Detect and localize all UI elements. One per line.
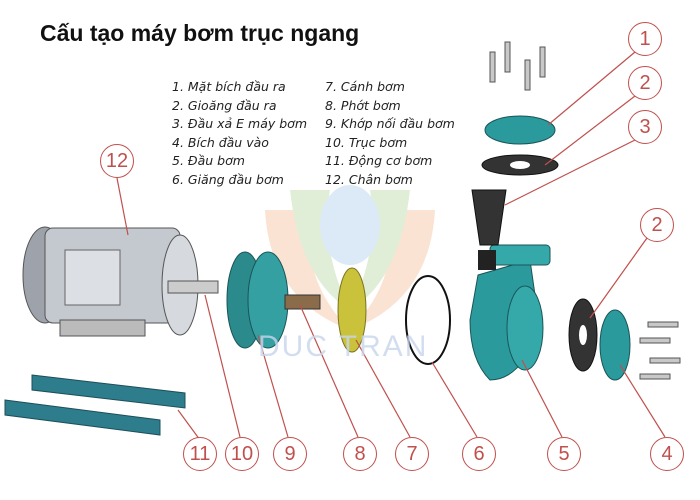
legend-item: 9. Khớp nối đầu bơm — [325, 116, 455, 131]
logo-watermark-icon — [265, 185, 435, 330]
legend-right: 7. Cánh bơm 8. Phớt bơm 9. Khớp nối đầu … — [325, 78, 455, 189]
cone-icon — [471, 189, 507, 246]
legend-item: 6. Giăng đầu bơm — [172, 171, 284, 187]
legend-item: 5. Đầu bơm — [172, 153, 245, 168]
motor-icon — [22, 226, 219, 337]
legend-item: 7. Cánh bơm — [325, 79, 405, 94]
callout-3: 3 — [628, 110, 662, 144]
gasket-ring-icon — [405, 275, 451, 365]
callout-2: 2 — [628, 66, 662, 100]
legend-item: 10. Trục bơm — [325, 134, 408, 150]
base-rails-icon — [4, 374, 186, 436]
callout-10: 10 — [225, 437, 259, 471]
bracket-icon — [226, 251, 289, 349]
legend-item: 1. Mặt bích đầu ra — [172, 79, 286, 94]
callout-1: 1 — [628, 22, 662, 56]
callout-12: 12 — [100, 144, 134, 178]
legend-item: 2. Gioăng đầu ra — [172, 97, 277, 113]
callout-8: 8 — [343, 437, 377, 471]
callout-2-inlet: 2 — [640, 208, 674, 242]
legend-item: 11. Động cơ bơm — [325, 153, 433, 168]
impeller-icon — [337, 267, 367, 353]
callout-7: 7 — [395, 437, 429, 471]
watermark-text: DUC TRAN — [258, 330, 429, 363]
callout-4: 4 — [650, 437, 684, 471]
legend-item: 12. Chân bơm — [325, 171, 413, 187]
callout-9: 9 — [273, 437, 307, 471]
callout-11: 11 — [183, 437, 217, 471]
legend-item: 3. Đầu xả E máy bơm — [172, 116, 308, 131]
legend-item: 8. Phớt bơm — [325, 97, 401, 113]
bolts-icon — [489, 41, 681, 380]
callout-6: 6 — [462, 437, 496, 471]
legend-item: 4. Bích đầu vào — [172, 134, 269, 150]
seal-icon — [284, 294, 321, 310]
leader-lines — [116, 51, 666, 441]
inlet-flange-icon — [599, 309, 631, 381]
pump-housing-icon — [469, 244, 551, 381]
diagram-title: Cấu tạo máy bơm trục ngang — [40, 20, 360, 46]
callout-5: 5 — [547, 437, 581, 471]
top-flange-icon — [484, 115, 556, 145]
legend-left: 1. Mặt bích đầu ra 2. Gioăng đầu ra 3. Đ… — [172, 78, 307, 189]
